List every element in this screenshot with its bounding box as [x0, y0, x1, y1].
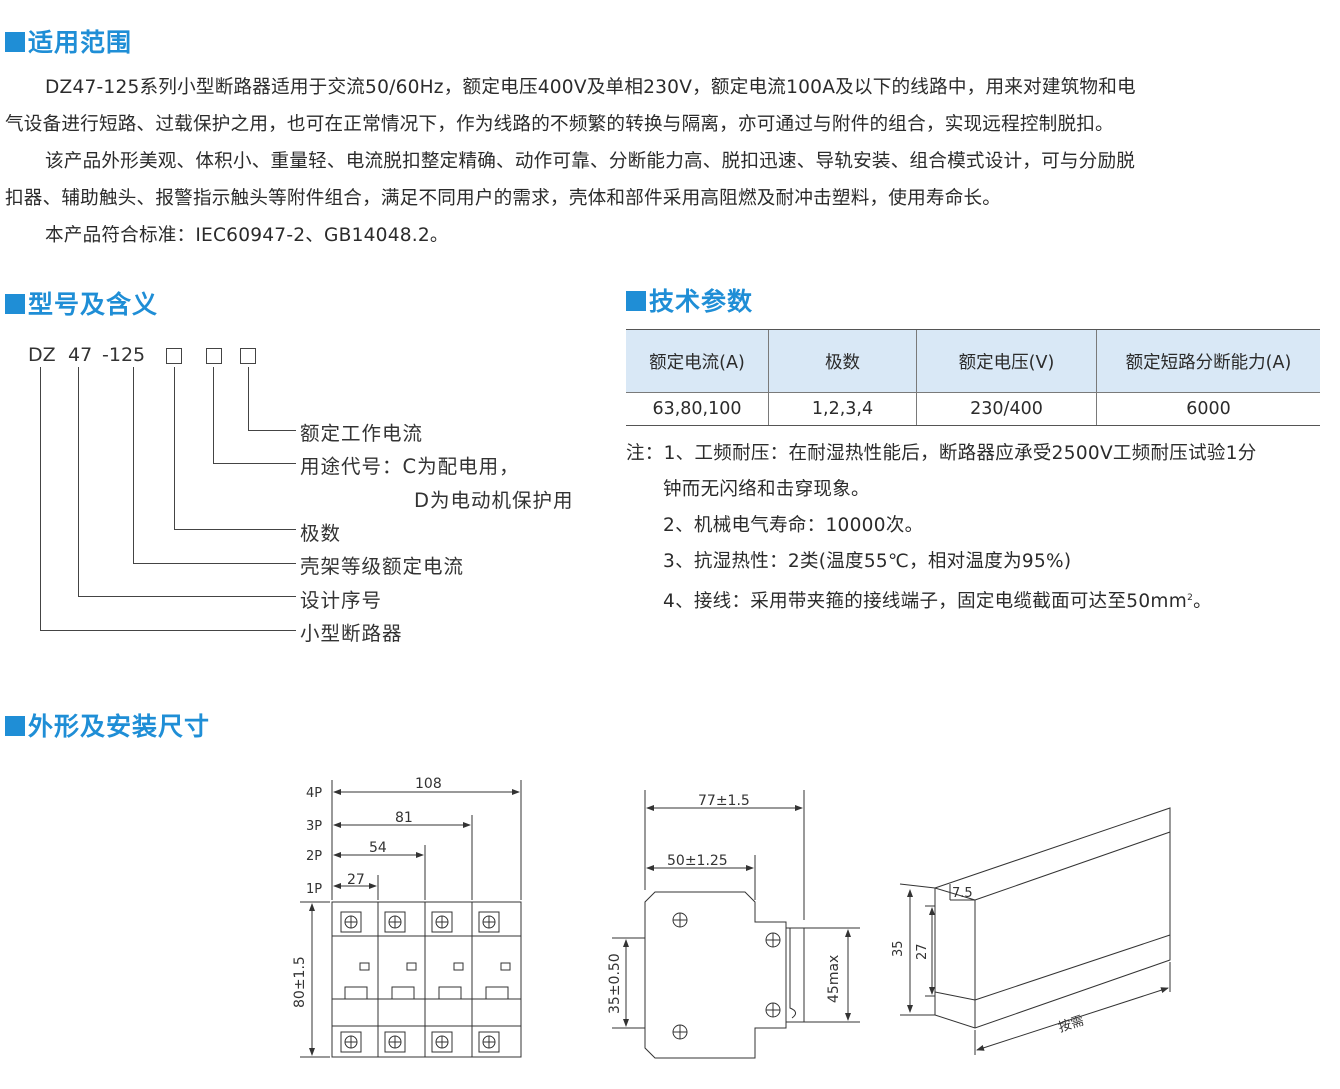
dim-35-rail: 35	[891, 940, 906, 957]
pole-1p: 1P	[306, 882, 322, 897]
note-1-line2: 钟而无闪络和击穿现象。	[663, 479, 870, 500]
label-poles: 极数	[300, 522, 342, 545]
label-usage-code-d: D为电动机保护用	[414, 489, 574, 512]
dim-as-needed: 按需	[1057, 1013, 1086, 1035]
label-frame-current: 壳架等级额定电流	[300, 555, 465, 578]
dim-27: 27	[347, 872, 365, 888]
note-3: 3、抗湿热性：2类(温度55℃，相对温度为95%)	[663, 551, 1072, 572]
table-header-row: 额定电流(A) 极数 额定电压(V) 额定短路分断能力(A)	[626, 329, 1320, 393]
square-bullet-icon	[5, 294, 25, 314]
dim-80: 80±1.5	[292, 956, 308, 1008]
label-design-no: 设计序号	[300, 589, 383, 612]
dim-35-side: 35±0.50	[607, 953, 623, 1014]
scope-p3: 本产品符合标准：IEC60947-2、GB14048.2。	[45, 225, 449, 246]
pole-4p: 4P	[306, 786, 322, 801]
label-breaker: 小型断路器	[300, 622, 403, 645]
spec-table: 额定电流(A) 极数 额定电压(V) 额定短路分断能力(A) 63,80,100…	[626, 329, 1320, 426]
side-view	[612, 790, 860, 1059]
label-usage-code: 用途代号：C为配电用，	[300, 455, 520, 478]
din-rail	[899, 807, 1171, 1055]
table-cell: 63,80,100	[626, 392, 769, 426]
table-cell: 6000	[1096, 392, 1320, 426]
notes: 注：1、工频耐压：在耐湿热性能后，断路器应承受2500V工频耐压试验1分 钟而无…	[626, 436, 1340, 620]
dim-7-5: 7.5	[952, 886, 973, 901]
model-box-3	[240, 348, 256, 364]
square-bullet-icon	[5, 32, 25, 52]
dim-77: 77±1.5	[698, 793, 750, 809]
table-cell: 1,2,3,4	[768, 392, 917, 426]
dim-50: 50±1.25	[667, 853, 728, 869]
scope-p1-line2: 气设备进行短路、过载保护之用，也可在正常情况下，作为线路的不频繁的转换与隔离，亦…	[5, 114, 1114, 135]
front-view	[300, 780, 522, 1058]
dim-54: 54	[369, 840, 387, 856]
dim-81: 81	[395, 810, 413, 826]
note-1-line1: 注：1、工频耐压：在耐湿热性能后，断路器应承受2500V工频耐压试验1分	[626, 443, 1257, 464]
model-code-dz: DZ	[28, 344, 56, 366]
scope-p1-line1: DZ47-125系列小型断路器适用于交流50/60Hz，额定电压400V及单相2…	[45, 77, 1136, 98]
note-2: 2、机械电气寿命：10000次。	[663, 515, 924, 536]
tech-heading: 技术参数	[626, 287, 753, 317]
dim-45max: 45max	[826, 955, 842, 1003]
dims-heading: 外形及安装尺寸	[5, 712, 210, 742]
model-box-1	[166, 348, 182, 364]
scope-text: DZ47-125系列小型断路器适用于交流50/60Hz，额定电压400V及单相2…	[5, 69, 1335, 254]
scope-heading: 适用范围	[5, 28, 132, 58]
model-box-2	[206, 348, 222, 364]
table-cell: 230/400	[916, 392, 1097, 426]
table-header: 额定电流(A)	[626, 329, 769, 393]
model-diagram: DZ 47 -125 额定工作电流 用途代号：C为配电用， D为电动机保护用 极…	[0, 335, 600, 655]
scope-p2-line1: 该产品外形美观、体积小、重量轻、电流脱扣整定精确、动作可靠、分断能力高、脱扣迅速…	[45, 151, 1136, 172]
model-code-47: 47	[68, 344, 93, 366]
model-heading: 型号及含义	[5, 290, 158, 320]
table-header: 极数	[768, 329, 917, 393]
model-code-125: -125	[102, 344, 146, 366]
square-bullet-icon	[5, 716, 25, 736]
table-row: 63,80,100 1,2,3,4 230/400 6000	[626, 392, 1320, 426]
pole-3p: 3P	[306, 819, 322, 834]
note-4: 4、接线：采用带夹箍的接线端子，固定电缆截面可达至50mm2。	[663, 591, 1212, 613]
label-rated-current: 额定工作电流	[300, 422, 424, 445]
dimension-drawings: 108 81 54 27 4P 3P 2P 1P 80±1.5 77±1.5 5…	[292, 776, 1171, 1059]
table-header: 额定短路分断能力(A)	[1096, 329, 1320, 393]
table-header: 额定电压(V)	[916, 329, 1097, 393]
pole-2p: 2P	[306, 849, 322, 864]
scope-p2-line2: 扣器、辅助触头、报警指示触头等附件组合，满足不同用户的需求，壳体和部件采用高阻燃…	[5, 188, 1002, 209]
dim-108: 108	[415, 776, 442, 792]
dim-27-rail: 27	[915, 943, 930, 960]
square-bullet-icon	[626, 291, 646, 311]
